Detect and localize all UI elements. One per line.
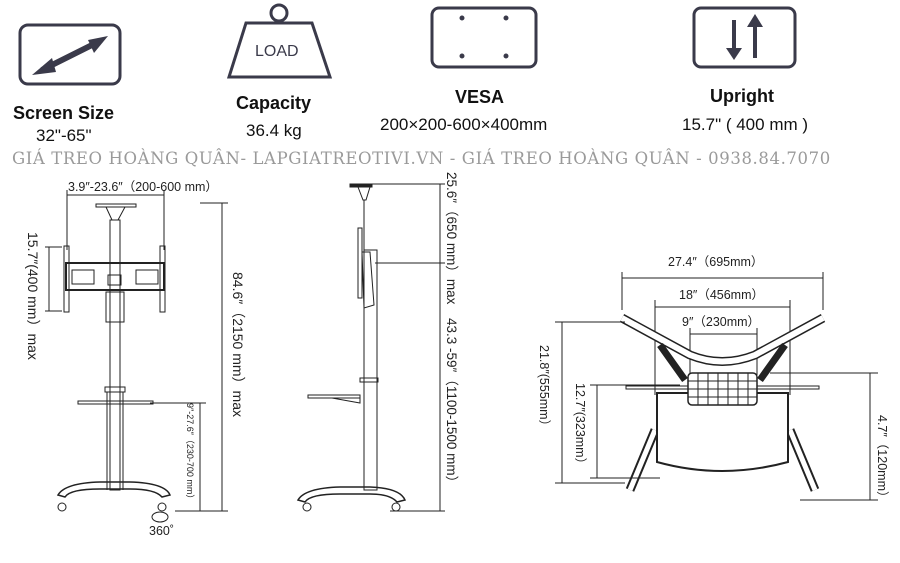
spec-value-capacity: 36.4 kg bbox=[246, 121, 302, 140]
watermark-text: GIÁ TREO HOÀNG QUÂN- LAPGIATREOTIVI.VN -… bbox=[12, 149, 831, 168]
front-view-drawing bbox=[45, 190, 228, 523]
spec-label-upright: Upright bbox=[710, 86, 774, 106]
load-weight-icon bbox=[226, 3, 333, 79]
rotation-label: 360˚ bbox=[149, 524, 175, 538]
diagonal-arrow-icon bbox=[18, 23, 122, 86]
up-down-arrows-icon bbox=[692, 6, 797, 69]
spec-value-vesa: 200×200-600×400mm bbox=[380, 115, 548, 134]
spec-label-screen-size: Screen Size bbox=[13, 103, 115, 123]
front-shelf-dim: 9″-27.6″（230-700 mm） bbox=[185, 403, 195, 504]
top-inner-width: 9″（230mm） bbox=[682, 315, 761, 329]
side-range-dim: 43.3 -59″（1100-1500 mm） bbox=[444, 318, 459, 490]
top-offset-dim: 4.7″（120mm） bbox=[875, 415, 889, 504]
front-height-dim: 84.6″（2150 mm）max bbox=[230, 272, 246, 418]
top-tray-depth-dim: 12.7″(323mm） bbox=[573, 383, 587, 471]
top-depth-dim: 21.8″(555mm） bbox=[537, 345, 551, 433]
spec-value-upright: 15.7" ( 400 mm ) bbox=[682, 115, 809, 134]
front-bracket-dim: 15.7″(400 mm）max bbox=[25, 232, 41, 360]
spec-label-capacity: Capacity bbox=[236, 93, 312, 113]
load-icon-text: LOAD bbox=[255, 43, 299, 60]
spec-value-screen-size: 32"-65" bbox=[36, 126, 92, 145]
front-width-dim: 3.9″-23.6″（200-600 mm） bbox=[68, 180, 218, 194]
spec-label-vesa: VESA bbox=[455, 87, 505, 107]
side-top-dim: 25.6″（650 mm）max bbox=[444, 172, 459, 305]
top-mid-width: 18″（456mm） bbox=[679, 288, 765, 302]
top-view-drawing bbox=[555, 272, 878, 501]
side-view-drawing bbox=[296, 183, 445, 512]
top-outer-width: 27.4″（695mm） bbox=[668, 255, 764, 269]
vesa-plate-icon bbox=[430, 6, 538, 69]
